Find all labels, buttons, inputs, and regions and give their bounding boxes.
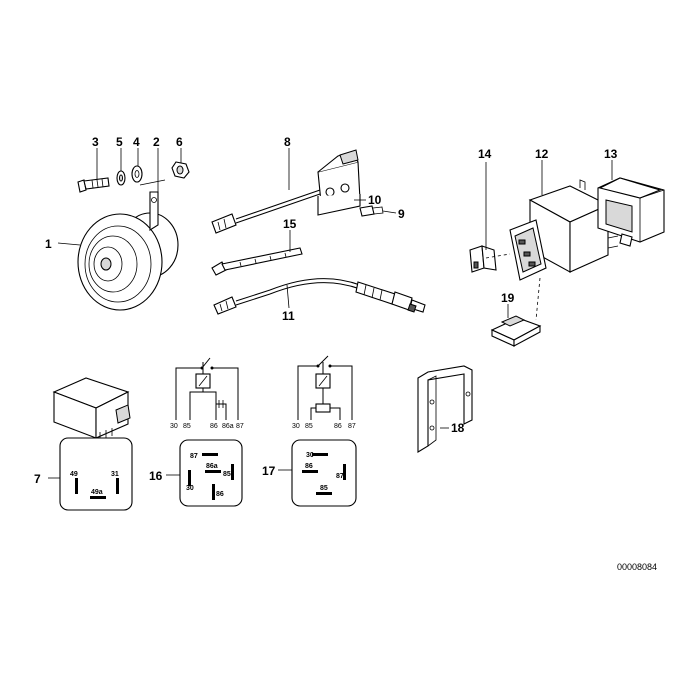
terminal-30-label: 30 [170,423,178,430]
leader-lines [48,148,613,479]
cable-tie-part[interactable] [211,247,303,276]
callout-5[interactable]: 5 [116,135,123,149]
callout-17[interactable]: 17 [262,464,276,478]
relay-17-pin-face: 30 86 87 85 [291,439,357,507]
pin-87-label: 87 [190,453,198,460]
callout-1[interactable]: 1 [45,237,52,251]
pin-30-label: 30 [306,452,314,459]
connector-housing-part[interactable] [597,177,665,247]
terminal-85-label: 85 [183,423,191,430]
clip-part[interactable] [490,315,542,347]
relay-16-pin-face: 87 86a 85 30 86 [179,439,243,507]
bolt-part[interactable] [77,177,110,193]
terminal-86-label: 86 [334,423,342,430]
callout-13[interactable]: 13 [604,147,618,161]
pin-49a-label: 49a [91,489,103,496]
screw-part[interactable] [359,205,384,217]
callout-11[interactable]: 11 [282,309,295,323]
terminal-87-label: 87 [348,423,356,430]
pin-85-label: 85 [223,471,231,478]
mounting-bracket-part[interactable] [417,365,473,453]
callout-19[interactable]: 19 [501,291,515,305]
callout-15[interactable]: 15 [283,217,297,231]
nut-part[interactable] [171,161,190,179]
lock-washer-part[interactable] [116,170,126,186]
callout-12[interactable]: 12 [535,147,549,161]
terminal-86-label: 86 [210,423,218,430]
callout-16[interactable]: 16 [149,469,163,483]
pin-86a-label: 86a [206,463,218,470]
pin-49-label: 49 [70,471,78,478]
terminal-85-label: 85 [305,423,313,430]
callout-2[interactable]: 2 [153,135,160,149]
diagram-reference-number: 00008084 [617,562,657,572]
pin-87-label: 87 [336,473,344,480]
pin-30-label: 30 [186,485,194,492]
callout-18[interactable]: 18 [451,421,465,435]
callout-6[interactable]: 6 [176,135,183,149]
washer-part[interactable] [131,165,143,183]
callout-7[interactable]: 7 [34,472,41,486]
pin-86-label: 86 [216,491,224,498]
terminal-30-label: 30 [292,423,300,430]
callout-numbers: 1 2 3 4 5 6 7 8 9 10 11 12 13 14 15 16 1… [34,135,618,486]
relay-7-pin-face: 49 31 49a [59,437,133,511]
control-unit-part[interactable] [509,179,619,281]
horn-switch-part[interactable] [211,149,361,234]
relay-7-part[interactable] [52,377,131,440]
callout-9[interactable]: 9 [398,207,405,221]
callout-10[interactable]: 10 [368,193,382,207]
relay-16-schematic: 30 85 86 86a 87 [170,357,244,430]
horn-part[interactable] [77,179,179,311]
pin-31-label: 31 [111,471,119,478]
terminal-87-label: 87 [236,423,244,430]
terminal-86a-label: 86a [222,423,234,430]
callout-3[interactable]: 3 [92,135,99,149]
pin-85-label: 85 [320,485,328,492]
pin-86-label: 86 [305,463,313,470]
wiring-harness-part[interactable] [213,278,426,315]
relay-17-schematic: 30 85 86 87 [292,355,356,430]
fuse-part[interactable] [469,245,497,273]
callout-8[interactable]: 8 [284,135,291,149]
callout-4[interactable]: 4 [133,135,140,149]
callout-14[interactable]: 14 [478,147,492,161]
